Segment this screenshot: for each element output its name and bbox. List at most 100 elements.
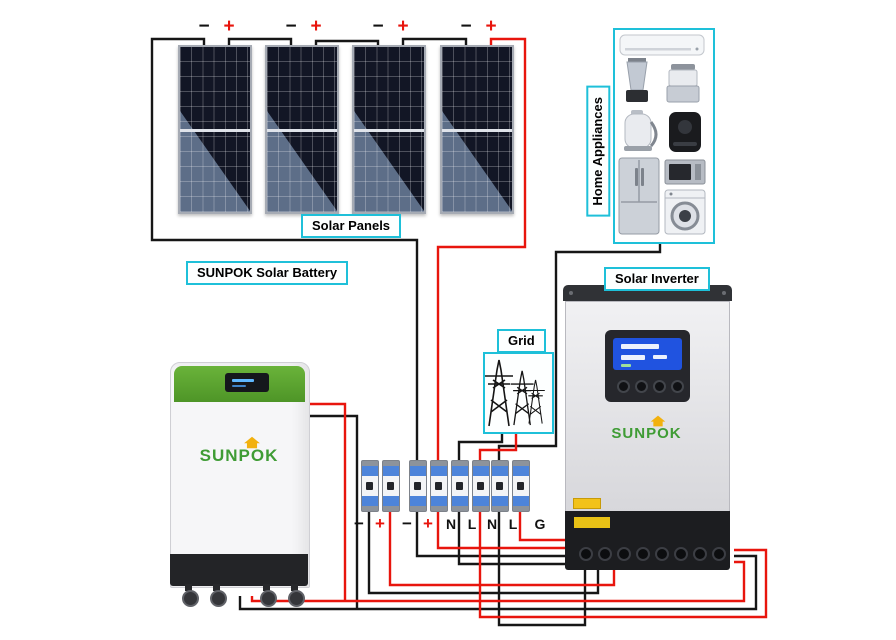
battery-display — [225, 373, 269, 392]
inverter-port — [617, 547, 631, 561]
inverter-port — [655, 547, 669, 561]
inverter-port — [712, 547, 726, 561]
battery-logo: SUNPOK — [199, 436, 279, 466]
solar-panel-2 — [265, 45, 339, 214]
wire-battery-positive-branch — [310, 402, 347, 602]
breaker-pole-2 — [382, 460, 400, 512]
breaker-pole-5 — [451, 460, 469, 512]
sunpok-house-icon — [650, 415, 666, 427]
inverter-port — [598, 547, 612, 561]
air-fryer-icon — [669, 112, 701, 152]
wire-breaker3-neutral-out — [457, 508, 568, 566]
grid-towers-icon — [484, 359, 546, 427]
wire-pv-negative — [150, 37, 419, 466]
wire-pv-positive — [436, 37, 527, 466]
wire-panel-link-1 — [227, 37, 293, 45]
microwave-icon — [664, 159, 706, 185]
wire-grid-live — [478, 430, 518, 466]
pole-label-8: L — [508, 516, 518, 532]
inverter-logo: SUNPOK — [611, 415, 681, 442]
battery-logo-wrap: SUNPOK — [170, 436, 308, 466]
pole-label-7: N — [486, 516, 498, 532]
solar-panel-4 — [440, 45, 514, 214]
inverter-unit: SUNPOK — [563, 285, 732, 570]
air-conditioner-icon — [619, 34, 705, 56]
battery-unit: SUNPOK — [170, 362, 310, 608]
battery-wheel — [260, 590, 277, 607]
breaker-pole-3 — [409, 460, 427, 512]
pole-label-3: − — [402, 514, 412, 533]
wire-panel-link-3 — [401, 37, 468, 45]
panel-divider — [442, 128, 512, 132]
pole-label-6: L — [467, 516, 477, 532]
inverter-port — [693, 547, 707, 561]
battery-logo-text: SUNPOK — [199, 446, 279, 465]
wire-breaker1-negative-out — [367, 508, 600, 595]
wheel-bracket — [291, 584, 298, 591]
panel3-plus-mark: + — [397, 16, 409, 37]
inverter-port — [579, 547, 593, 561]
pole-label-5: N — [445, 516, 457, 532]
inverter-button — [635, 380, 648, 393]
battery-wheel — [288, 590, 305, 607]
red-wires — [250, 37, 768, 619]
wire-panel-link-2 — [314, 39, 380, 45]
wheel-bracket — [185, 584, 192, 591]
panel-divider — [267, 128, 337, 132]
panel-divider — [180, 128, 250, 132]
inverter-button — [653, 380, 666, 393]
solar-panel-3 — [352, 45, 426, 214]
wire-breaker4-neutral-out — [497, 508, 587, 627]
wire-battery-negative-main — [238, 554, 758, 611]
blender-icon — [626, 58, 648, 102]
panel1-plus-mark: + — [223, 16, 235, 37]
food-processor-icon — [666, 64, 700, 103]
battery-base — [170, 554, 308, 586]
home-appliances-label: Home Appliances — [586, 86, 611, 217]
home-appliances-box — [613, 28, 715, 244]
wire-grid-neutral — [457, 430, 504, 466]
appliances-collage — [618, 34, 706, 235]
wire-breaker3-live-out — [478, 508, 768, 619]
wire-breaker4-live-out — [518, 508, 568, 542]
panel4-plus-mark: + — [485, 16, 497, 37]
inverter-warning-sticker — [573, 498, 601, 509]
wire-breaker2-positive-out — [436, 508, 568, 550]
inverter-port — [636, 547, 650, 561]
breaker-pole-4 — [430, 460, 448, 512]
kettle-icon — [624, 110, 658, 151]
washing-machine-icon — [664, 189, 706, 235]
panel2-plus-mark: + — [310, 16, 322, 37]
panel-divider — [354, 128, 424, 132]
inverter-logo-wrap: SUNPOK — [565, 415, 728, 443]
breaker-pole-8 — [512, 460, 530, 512]
inverter-display-module — [605, 330, 690, 402]
panel4-minus-mark: − — [460, 16, 472, 37]
black-wires — [150, 37, 758, 627]
inverter-button — [671, 380, 684, 393]
wire-battery-negative-branch — [310, 414, 359, 610]
breaker-pole-6 — [472, 460, 490, 512]
pole-label-2: + — [375, 514, 385, 533]
wire-battery-positive-main — [250, 560, 746, 603]
inverter-button — [617, 380, 630, 393]
pole-label-9: G — [534, 516, 546, 532]
wheel-bracket — [213, 584, 220, 591]
inverter-port — [674, 547, 688, 561]
inverter-bottom-label — [574, 517, 610, 528]
battery-wheel — [182, 590, 199, 607]
grid-box — [483, 352, 554, 434]
wire-breaker1-positive-out — [388, 508, 616, 587]
wire-breaker2-negative-out — [415, 508, 568, 558]
solar-panel-1 — [178, 45, 252, 214]
battery-wheel — [210, 590, 227, 607]
grid-label: Grid — [497, 329, 546, 354]
sunpok-house-icon — [243, 436, 260, 449]
inverter-label: Solar Inverter — [604, 267, 710, 292]
pole-label-1: − — [354, 514, 364, 533]
inverter-screen — [613, 338, 682, 370]
breaker-pole-7 — [491, 460, 509, 512]
breaker-pole-1 — [361, 460, 379, 512]
